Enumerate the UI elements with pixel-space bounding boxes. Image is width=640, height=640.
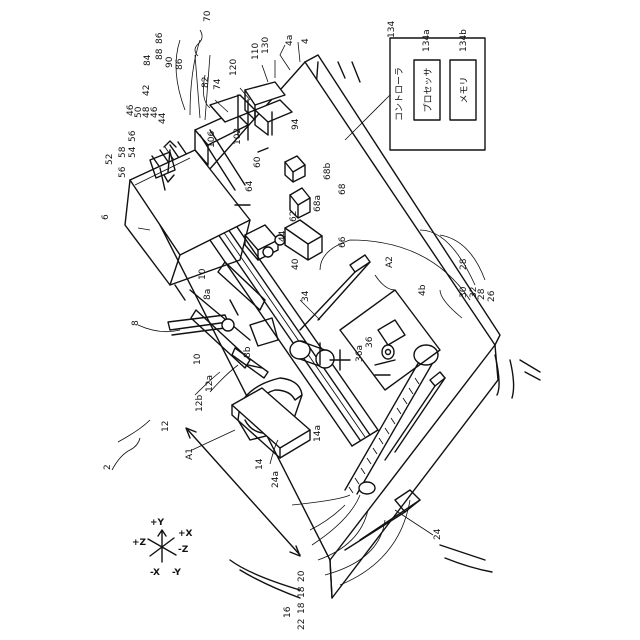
ref-2: 2 <box>103 464 113 470</box>
ref-56a: 56 <box>118 166 128 178</box>
ref-130: 130 <box>261 37 271 54</box>
ref-14: 14 <box>255 458 265 470</box>
ref-10b: 10 <box>193 353 203 365</box>
ref-68: 68 <box>338 183 348 195</box>
ref-bottom-3: 18 <box>297 586 307 598</box>
ref-34: 34 <box>301 290 311 302</box>
ref-8b: 8b <box>243 346 253 358</box>
ref-84: 84 <box>143 54 153 66</box>
ref-106: 106 <box>207 131 217 148</box>
controller-title: コントローラ <box>394 67 405 121</box>
ref-40: 40 <box>291 258 301 270</box>
ref-82: 82 <box>201 77 211 88</box>
axis-indicator: +Y +X +Z -Z -X -Y <box>132 518 193 578</box>
ref-14a: 14a <box>313 425 323 442</box>
ref-56b: 56 <box>128 130 138 142</box>
ref-right-2: 30 <box>459 286 469 298</box>
ref-top-1: 86 <box>155 32 165 44</box>
ref-66: 66 <box>338 236 348 248</box>
ref-bottom-4: 20 <box>297 570 307 582</box>
ref-right-4: 28 <box>477 288 487 300</box>
ref-74: 74 <box>213 78 223 90</box>
ref-36: 36 <box>365 336 375 348</box>
ref-24a: 24a <box>271 471 281 488</box>
ref-120: 120 <box>229 59 239 76</box>
controller-box: コントローラ プロセッサ メモリ 134 134a 134b <box>345 21 485 150</box>
ref-52: 52 <box>105 154 115 165</box>
ref-right-1: 28 <box>459 258 469 270</box>
ref-16: 16 <box>283 606 293 618</box>
ref-58: 58 <box>118 146 128 158</box>
ref-A2: A2 <box>385 256 395 268</box>
axis-plus-x-label: +X <box>178 529 193 539</box>
processor-ref: 134a <box>422 29 432 52</box>
ref-top-2: 88 <box>155 48 165 60</box>
ref-bottom-1: 22 <box>297 619 307 630</box>
ref-4a: 4a <box>285 35 295 46</box>
ref-12b: 12b <box>195 395 205 412</box>
axis-minus-z-label: -Z <box>178 545 189 555</box>
axis-plus-y-label: +Y <box>150 518 165 528</box>
ref-top-3: 90 <box>165 56 175 68</box>
axis-plus-z-label: +Z <box>132 538 147 548</box>
ref-94: 94 <box>291 118 301 130</box>
ref-10a: 10 <box>198 268 208 280</box>
ref-4b: 4b <box>418 284 428 296</box>
ref-64: 64 <box>245 180 255 192</box>
ref-26: 26 <box>487 290 497 302</box>
ref-top-4: 86 <box>175 58 185 70</box>
axis-minus-y-label: -Y <box>172 568 181 578</box>
ref-36a: 36a <box>355 345 365 362</box>
ref-68a: 68a <box>313 195 323 212</box>
ref-42: 42 <box>142 85 152 96</box>
ref-60: 60 <box>253 156 263 168</box>
controller-ref: 134 <box>387 21 397 38</box>
ref-6: 6 <box>101 214 111 220</box>
ref-44: 44 <box>158 112 168 124</box>
processor-label: プロセッサ <box>423 67 434 112</box>
ref-70: 70 <box>203 10 213 22</box>
ref-68b: 68b <box>323 163 333 180</box>
ref-62: 62 <box>289 211 299 222</box>
ref-A1: A1 <box>185 448 195 460</box>
ref-110: 110 <box>251 43 261 60</box>
ref-8: 8 <box>131 320 141 326</box>
ref-44b: 44 <box>278 230 288 242</box>
axis-minus-x-label: -X <box>150 568 160 578</box>
ref-4: 4 <box>301 38 311 44</box>
ref-54: 54 <box>128 146 138 158</box>
ref-bottom-2: 18 <box>297 602 307 614</box>
ref-102: 102 <box>233 128 243 145</box>
ref-24: 24 <box>433 528 443 540</box>
ref-12a: 12a <box>205 375 215 392</box>
memory-ref: 134b <box>459 29 469 52</box>
ref-8a: 8a <box>203 289 213 300</box>
ref-12: 12 <box>161 421 171 432</box>
memory-label: メモリ <box>460 76 470 103</box>
